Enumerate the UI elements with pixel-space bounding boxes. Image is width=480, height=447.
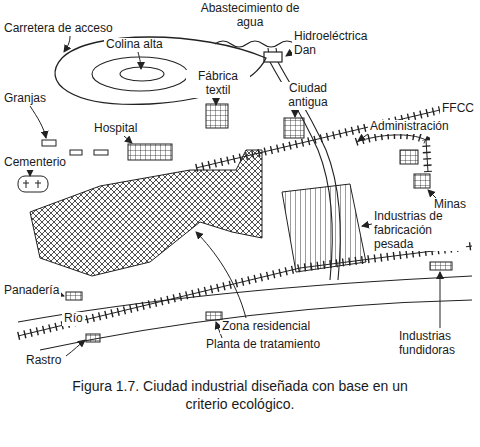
map-label: FFCC [440, 102, 476, 116]
map-label: Zona residencial [220, 320, 312, 334]
map-label: Río [62, 312, 85, 326]
map-label: Hidroeléctrica Dan [292, 30, 386, 58]
small-buildings [66, 262, 452, 342]
map-label: Industrias de fabricación pesada [372, 210, 466, 251]
mines [400, 150, 430, 188]
access-road [55, 37, 266, 104]
figure-caption: Figura 1.7. Ciudad industrial diseñada c… [50, 378, 430, 413]
map-label: Fábrica textil [186, 70, 250, 98]
map-label: Administración [368, 120, 451, 134]
hydroelectric-plant [264, 52, 282, 62]
map-label: Industrias fundidoras [397, 330, 479, 358]
old-city [284, 118, 304, 138]
cemetery [18, 176, 48, 192]
hospital [128, 144, 172, 160]
heavy-industry [282, 184, 366, 272]
map-label: Carretera de acceso [2, 22, 115, 36]
map-label: Colina alta [104, 38, 165, 52]
map-label: Ciudad antigua [276, 82, 340, 110]
leader-arrows [30, 36, 458, 356]
map-label: Planta de tratamiento [204, 338, 322, 352]
map-label: Panadería [2, 284, 61, 298]
map-label: Granjas [2, 92, 48, 106]
map-label: Rastro [24, 354, 63, 368]
map-label: Abastecimiento de agua [198, 2, 302, 30]
farms [42, 140, 108, 155]
map-label: Hospital [92, 122, 139, 136]
map-label: Cementerio [2, 156, 68, 170]
textile-factory [206, 104, 228, 128]
